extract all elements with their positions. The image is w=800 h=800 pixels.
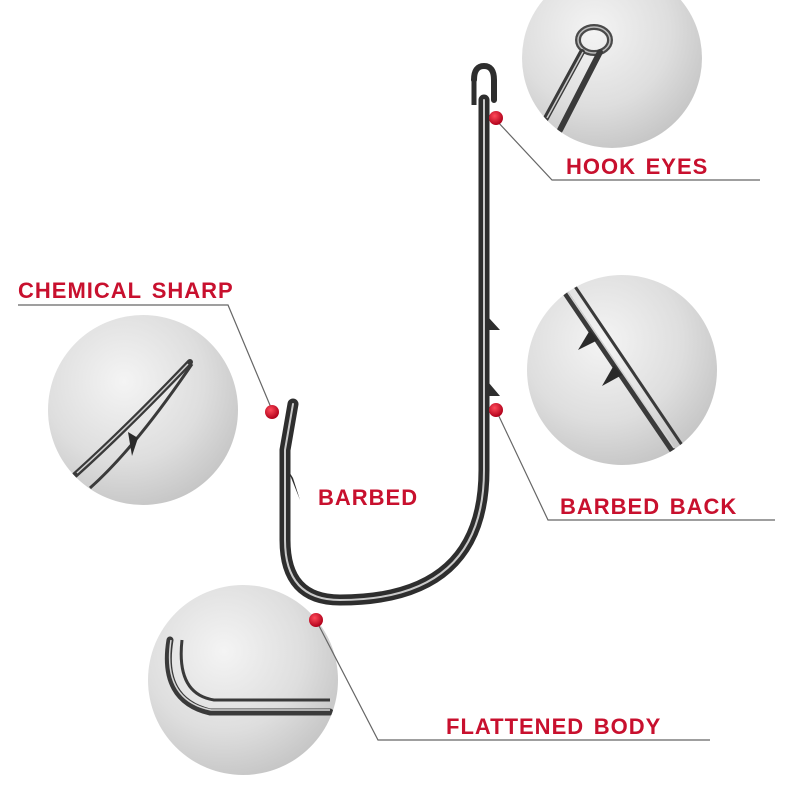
leader-lines — [18, 119, 775, 741]
chemical-sharp-marker — [265, 405, 279, 419]
red-dot-markers — [265, 111, 503, 627]
chemical-sharp-label: CHEMICAL SHARP — [18, 270, 234, 305]
hook-eye-marker — [489, 111, 503, 125]
barbed-back-closeup-circle — [527, 275, 717, 465]
hook-eye-closeup-circle — [522, 0, 702, 148]
flattened-body-closeup-circle — [148, 585, 338, 775]
barbed-back-marker — [489, 403, 503, 417]
fishing-hook — [279, 62, 500, 606]
barbed-back-label: BARBED BACK — [560, 486, 738, 521]
hook-eyes-label: HOOK EYES — [566, 146, 709, 181]
chemical-sharp-closeup-circle — [48, 315, 238, 505]
flattened-body-label: FLATTENED BODY — [446, 706, 662, 741]
barbed-label: BARBED — [318, 477, 419, 512]
flattened-body-marker — [309, 613, 323, 627]
